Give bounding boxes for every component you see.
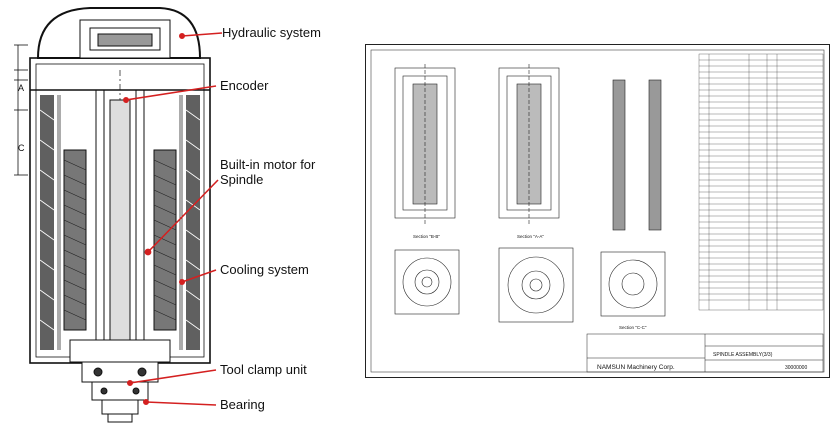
section-b-label: Section "B-B" — [413, 234, 440, 239]
engineering-drawing-sheet: Section "B-B" Section "A-A" Section "C-C… — [365, 44, 830, 384]
drawing-sheet-svg: Section "B-B" Section "A-A" Section "C-C… — [365, 44, 830, 378]
title-block-drawing-number: 30000000 — [785, 365, 807, 371]
label-encoder: Encoder — [220, 78, 269, 93]
label-tool-clamp-unit: Tool clamp unit — [220, 362, 307, 377]
title-block-drawing-title: SPINDLE ASSEMBLY(3/3) — [713, 352, 773, 358]
label-cooling-system: Cooling system — [220, 262, 309, 277]
title-block-company: NAMSUN Machinery Corp. — [597, 364, 675, 371]
section-a-label: Section "A-A" — [517, 234, 544, 239]
dimension-mark-a: A — [18, 83, 25, 93]
label-hydraulic-system: Hydraulic system — [222, 25, 321, 40]
spindle-drawing — [14, 7, 223, 423]
label-bearing: Bearing — [220, 397, 265, 412]
dimension-mark-c: C — [18, 143, 25, 153]
spindle-cross-section-figure: A C Hydraulic system Encoder Built-in mo… — [0, 0, 345, 427]
label-built-in-motor: Built-in motor for Spindle — [220, 157, 316, 187]
section-c-label: Section "C-C" — [619, 325, 647, 330]
